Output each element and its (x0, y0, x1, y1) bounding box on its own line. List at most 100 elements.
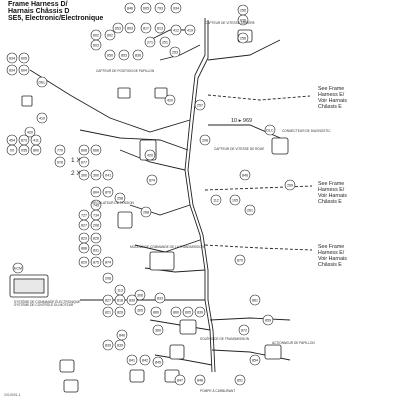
callout-50: X41 (102, 169, 114, 181)
callout-32: 208 (199, 134, 211, 146)
callout-label: 306 (137, 293, 143, 297)
callout-label: DLC (266, 128, 274, 132)
callout-38: 411 (30, 134, 42, 146)
callout-label: 770 (57, 148, 63, 152)
callout-93: 848 (194, 374, 206, 386)
callout-5: 836 (237, 14, 249, 26)
callout-83: 860 (170, 306, 182, 318)
callout-label: 859 (265, 318, 271, 322)
callout-label: 846 (127, 6, 133, 10)
callout-8: 817 (140, 22, 152, 34)
callout-53: 261 (244, 204, 256, 216)
callout-label: 874 (149, 178, 155, 182)
callout-25: 853 (118, 49, 130, 61)
callout-80: 821 (102, 306, 114, 318)
see-frame-note-3: See Frame Harness E/ Voir Harnais Châssi… (318, 244, 347, 268)
note-1-line-1: See Frame (318, 86, 345, 92)
callout-label: 113 (117, 288, 123, 292)
callout-36: 454 (6, 134, 18, 146)
callout-label: 860 (173, 310, 179, 314)
callout-label: 870 (105, 190, 111, 194)
callout-label: 300 (81, 173, 87, 177)
callout-label: 817 (143, 26, 149, 30)
callout-label: 893 (127, 26, 133, 30)
callout-11: 419 (184, 24, 196, 36)
callout-94: 851 (234, 374, 246, 386)
callout-label: 847 (177, 378, 183, 382)
callout-48: 300 (78, 169, 90, 181)
main-trunk-wire (184, 18, 213, 373)
callout-label: 653 (115, 26, 121, 30)
callout-49: 300 (90, 169, 102, 181)
callout-label: 846 (242, 173, 248, 177)
callout-91: 845 (152, 356, 164, 368)
callout-0: 846 (124, 2, 136, 14)
callout-label: 258 (117, 196, 123, 200)
component-caption-3: CONNECTEUR DE DIAGNOSTIC (282, 129, 331, 133)
callout-37: 873 (18, 134, 30, 146)
component-caption-4: CAPTEUR DE VITESSE DE ROUE (214, 147, 264, 151)
callout-label: 420 (27, 130, 33, 134)
callout-label: 605 (185, 310, 191, 314)
callout-63: 823 (78, 232, 90, 244)
callout-52: 874 (146, 174, 158, 186)
callout-68: 875 (90, 256, 102, 268)
component-caption-6: MODULE DE COMMANDE DE LA TRANSMISSION (130, 245, 204, 249)
callout-label: 420 (147, 153, 153, 157)
callout-label: 793 (157, 6, 163, 10)
callout-label: 841 (129, 358, 135, 362)
callout-label: 836 (240, 18, 246, 22)
callout-label: 853 (121, 53, 127, 57)
callout-label: 420 (167, 98, 173, 102)
callout-label: 666 (93, 148, 99, 152)
callout-44: 666 (90, 144, 102, 156)
callout-label: 854 (252, 358, 258, 362)
callout-95: 854 (249, 354, 261, 366)
callout-74: 833 (154, 292, 166, 304)
callout-label: 875 (93, 260, 99, 264)
component-caption-2: CAPTEUR DE POSITION DE PAPILLON (96, 69, 155, 73)
callout-97: 861 (249, 294, 261, 306)
callout-75: 305 (134, 304, 146, 316)
callout-label: 823 (81, 236, 87, 240)
callout-72: 113 (114, 284, 126, 296)
callout-78: 818 (114, 294, 126, 306)
callout-81: 829 (114, 306, 126, 318)
callout-92: 847 (174, 374, 186, 386)
callout-1: 605 (140, 2, 152, 14)
callout-label: 826 (93, 236, 99, 240)
callout-label: 300 (93, 173, 99, 177)
callout-label: 868 (81, 246, 87, 250)
callout-label: 870 (237, 258, 243, 262)
callout-82: 860 (150, 306, 162, 318)
callout-label: 839 (117, 343, 123, 347)
note-1-line-4: Châssis E (318, 104, 342, 110)
callout-9: 813 (154, 22, 166, 34)
main-trunk-wire-2 (187, 20, 216, 373)
callout-17: 605 (18, 52, 30, 64)
callout-77: 827 (102, 294, 114, 306)
component-caption-5: RÉGULATEUR DE TENSION (92, 200, 135, 205)
callout-label: 829 (81, 260, 87, 264)
callout-30: 420 (164, 94, 176, 106)
callout-57: 268 (140, 206, 152, 218)
callout-33: 420 (144, 149, 156, 161)
component-caption-0: SYSTÈME DE COMMANDE ÉLECTRONIQUE (14, 299, 80, 304)
callout-label: 845 (155, 360, 161, 364)
right-branch-wire-2 (204, 185, 313, 191)
callout-label: X0 (10, 148, 14, 152)
note-1-line-3: Voir Harnais (318, 98, 347, 104)
callout-96: 859 (262, 314, 274, 326)
callout-label: 268 (143, 210, 149, 214)
callout-24: 850 (104, 49, 116, 61)
callout-label: 804 (93, 190, 99, 194)
callout-55: 870 (102, 186, 114, 198)
callout-76: 360 (152, 324, 164, 336)
callout-69: 874 (102, 256, 114, 268)
callout-7: 893 (124, 22, 136, 34)
callout-62: 208 (90, 219, 102, 231)
callout-87: 839 (102, 339, 114, 351)
callout-label: 848 (197, 378, 203, 382)
callout-54: 804 (90, 186, 102, 198)
